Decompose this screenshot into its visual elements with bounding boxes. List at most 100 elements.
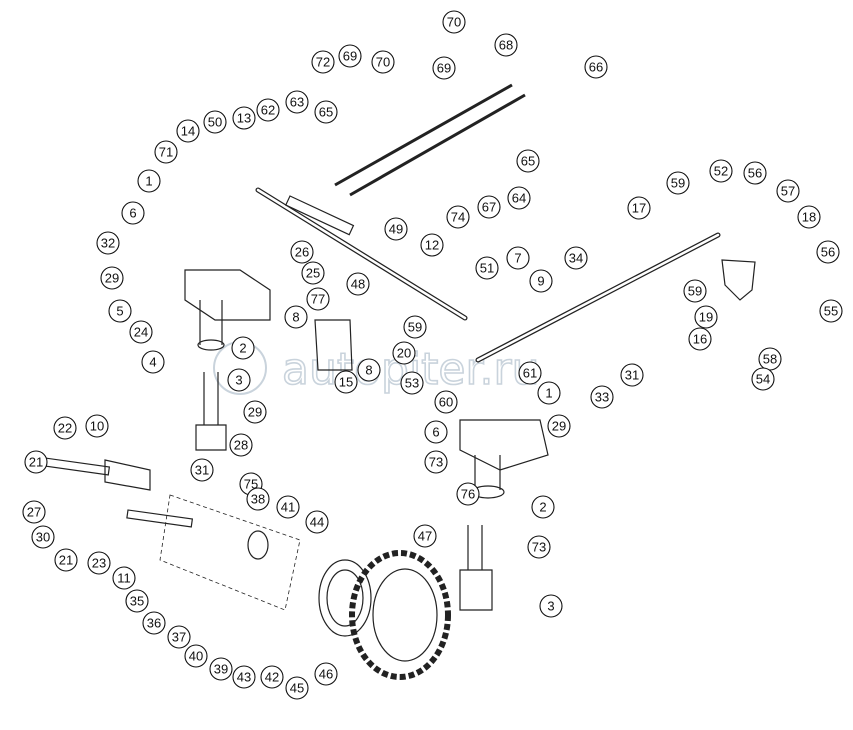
callout-number: 68 [499, 38, 513, 53]
callout-number: 34 [569, 251, 583, 266]
callout-66: 66 [584, 55, 608, 79]
left-bracket [184, 269, 271, 321]
callout-number: 47 [418, 529, 432, 544]
callout-circle [125, 589, 149, 613]
callout-21: 21 [54, 548, 78, 572]
callout-number: 56 [748, 166, 762, 181]
callout-30: 30 [31, 525, 55, 549]
callout-number: 65 [319, 105, 333, 120]
callout-12: 12 [420, 233, 444, 257]
callout-circle [305, 510, 329, 534]
callout-number: 28 [234, 438, 248, 453]
callout-circle [260, 665, 284, 689]
callout-number: 2 [239, 341, 246, 356]
callout-63: 63 [285, 90, 309, 114]
callout-circle [477, 195, 501, 219]
callout-circle [285, 676, 309, 700]
tie-rod-lower [349, 93, 526, 197]
callout-number: 10 [90, 419, 104, 434]
callout-number: 76 [461, 487, 475, 502]
callout-17: 17 [627, 196, 651, 220]
callout-59: 59 [403, 315, 427, 339]
callout-70: 70 [371, 50, 395, 74]
callout-circle [518, 361, 542, 385]
callout-43: 43 [232, 665, 256, 689]
callout-circle [31, 525, 55, 549]
callout-38: 38 [246, 487, 270, 511]
callout-number: 29 [105, 271, 119, 286]
callout-circle [276, 495, 300, 519]
callout-circle [96, 231, 120, 255]
callout-31: 31 [620, 363, 644, 387]
callout-number: 45 [290, 681, 304, 696]
callout-circle [231, 336, 255, 360]
callout-number: 26 [295, 245, 309, 260]
callout-3: 3 [227, 368, 251, 392]
callout-circle [306, 287, 330, 311]
parts [43, 83, 756, 680]
callout-20: 20 [392, 341, 416, 365]
callout-number: 56 [821, 245, 835, 260]
callout-61: 61 [518, 361, 542, 385]
callout-circle [256, 98, 280, 122]
callout-number: 8 [292, 310, 299, 325]
callout-55: 55 [819, 299, 843, 323]
callout-41: 41 [276, 495, 300, 519]
callout-circle [243, 400, 267, 424]
callout-circle [232, 106, 256, 130]
callout-number: 59 [688, 284, 702, 299]
callout-56: 56 [816, 240, 840, 264]
callout-19: 19 [694, 305, 718, 329]
callout-52: 52 [709, 159, 733, 183]
callout-14: 14 [176, 119, 200, 143]
callout-62: 62 [256, 98, 280, 122]
callout-65: 65 [314, 100, 338, 124]
callout-70: 70 [442, 10, 466, 34]
callout-circle [688, 327, 712, 351]
callout-number: 2 [539, 500, 546, 515]
callout-73: 73 [424, 450, 448, 474]
callout-67: 67 [477, 195, 501, 219]
callout-circle [129, 320, 153, 344]
callout-number: 72 [316, 55, 330, 70]
callout-53: 53 [400, 371, 424, 395]
callout-46: 46 [314, 662, 338, 686]
callout-number: 24 [134, 325, 148, 340]
callout-number: 8 [365, 363, 372, 378]
callout-circle [184, 644, 208, 668]
callout-18: 18 [797, 205, 821, 229]
callout-31: 31 [190, 458, 214, 482]
callout-number: 61 [523, 366, 537, 381]
callout-circle [527, 535, 551, 559]
callout-circle [666, 171, 690, 195]
callout-circle [627, 196, 651, 220]
callout-number: 31 [625, 368, 639, 383]
callout-circle [516, 149, 540, 173]
right-leg [459, 525, 493, 611]
callout-circle [290, 240, 314, 264]
callout-number: 12 [425, 238, 439, 253]
callout-number: 7 [514, 251, 521, 266]
callout-circle [620, 363, 644, 387]
axle-10 [104, 459, 151, 491]
callout-number: 50 [208, 115, 222, 130]
callout-circle [357, 358, 381, 382]
callout-circle [314, 662, 338, 686]
callout-circle [190, 458, 214, 482]
callout-26: 26 [290, 240, 314, 264]
callout-13: 13 [232, 106, 256, 130]
callout-number: 36 [147, 616, 161, 631]
callout-circle [506, 246, 530, 270]
callout-number: 38 [251, 492, 265, 507]
callout-number: 44 [310, 515, 324, 530]
callout-2: 2 [531, 495, 555, 519]
callout-circle [424, 420, 448, 444]
callout-number: 37 [172, 630, 186, 645]
callout-16: 16 [688, 327, 712, 351]
callout-29: 29 [547, 414, 571, 438]
callout-64: 64 [507, 186, 531, 210]
callout-number: 6 [432, 425, 439, 440]
callout-59: 59 [683, 279, 707, 303]
